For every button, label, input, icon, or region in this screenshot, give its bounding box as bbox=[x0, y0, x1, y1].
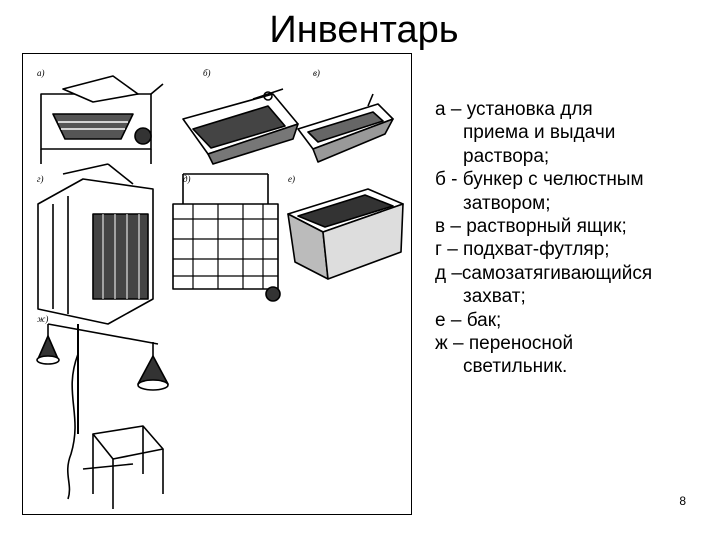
list-item: ж – переносной светильник. bbox=[435, 332, 715, 379]
item-line: ж – переносной bbox=[435, 333, 574, 355]
list-item: е – бак; bbox=[435, 309, 715, 332]
item-line: в – растворный ящик; bbox=[435, 216, 627, 238]
item-line: е – бак; bbox=[435, 309, 502, 331]
item-line: затвором; bbox=[463, 192, 551, 214]
installation-drawing bbox=[40, 75, 164, 164]
inventory-illustration: а) б) в) г) д) е) ж) bbox=[22, 53, 412, 515]
case-holder-drawing bbox=[37, 163, 154, 325]
item-line: приема и выдачи bbox=[463, 122, 616, 144]
panel-letter-v: в) bbox=[313, 68, 320, 78]
list-item: в – растворный ящик; bbox=[435, 215, 715, 238]
item-line: б - бункер с челюстным bbox=[435, 169, 644, 191]
portable-lamp-drawing bbox=[36, 323, 169, 509]
list-item: д –самозатягивающийся захват; bbox=[435, 262, 715, 309]
item-line: раствора; bbox=[463, 145, 550, 167]
mortar-box-drawing bbox=[297, 93, 394, 163]
item-line: г – подхват-футляр; bbox=[435, 239, 610, 261]
panel-letter-g: г) bbox=[37, 174, 44, 184]
list-item: а – установка для приема и выдачи раство… bbox=[435, 98, 715, 168]
inventory-list: а – установка для приема и выдачи раство… bbox=[435, 98, 715, 379]
self-tightening-grip-drawing bbox=[172, 173, 281, 302]
item-line: д –самозатягивающийся bbox=[435, 262, 653, 284]
panel-letter-zh: ж) bbox=[37, 314, 48, 324]
item-line: а – установка для bbox=[435, 99, 593, 120]
item-line: светильник. bbox=[463, 356, 568, 378]
list-item: г – подхват-футляр; bbox=[435, 238, 715, 261]
hopper-drawing bbox=[182, 88, 299, 165]
slide-title: Инвентарь bbox=[269, 9, 459, 51]
item-line: захват; bbox=[463, 286, 526, 308]
panel-letter-a: а) bbox=[37, 68, 45, 78]
panel-letter-b: б) bbox=[203, 68, 211, 78]
list-item: б - бункер с челюстным затвором; bbox=[435, 168, 715, 215]
page-number: 8 bbox=[679, 494, 686, 508]
panel-letter-e: е) bbox=[288, 174, 295, 184]
tank-drawing bbox=[287, 188, 404, 280]
panel-letter-d: д) bbox=[183, 174, 191, 184]
